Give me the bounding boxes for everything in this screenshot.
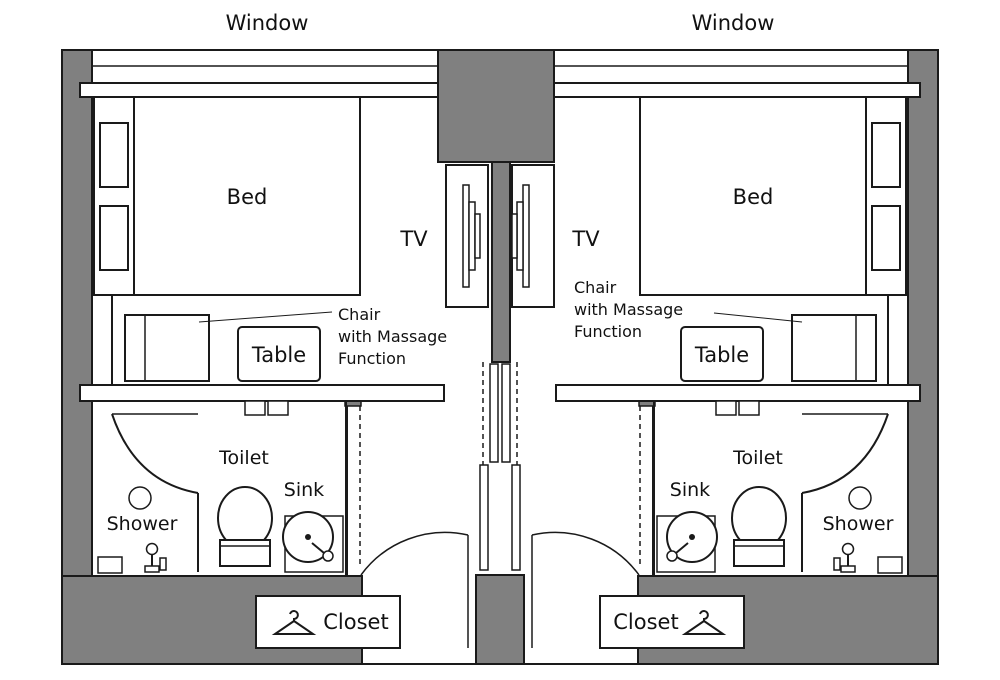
- right-table-label: Table: [694, 343, 749, 367]
- right-sink-label: Sink: [670, 479, 710, 501]
- right-shower-label: Shower: [823, 513, 894, 535]
- center-wall-lower: [475, 574, 525, 665]
- right-closet-label: Closet: [613, 610, 678, 634]
- center-wall-upper: [491, 161, 511, 363]
- left-table: [237, 326, 321, 382]
- center-column: [437, 49, 555, 163]
- right-table: [680, 326, 764, 382]
- left-sink-label: Sink: [284, 479, 324, 501]
- right-divider-shelf: [555, 384, 921, 402]
- toilet-icon: [731, 486, 787, 567]
- right-shower-shelf: [877, 556, 903, 574]
- right-window-label: Window: [692, 11, 775, 35]
- left-toilet-label: Toilet: [218, 447, 269, 469]
- left-bed-label: Bed: [227, 185, 268, 209]
- right-vent-2: [738, 400, 760, 416]
- right-toilet-label: Toilet: [732, 447, 783, 469]
- right-chair-label-line2: with Massage: [574, 300, 683, 319]
- left-tv-label: TV: [399, 227, 428, 251]
- right-outer-wall: [907, 49, 939, 665]
- center-partition: [437, 49, 555, 665]
- right-tv-label: TV: [571, 227, 600, 251]
- right-chair-label-line1: Chair: [574, 278, 617, 297]
- right-closet: [599, 595, 745, 649]
- left-window-sill: [79, 82, 447, 98]
- right-entry-door: [531, 531, 640, 576]
- left-shower-label: Shower: [107, 513, 178, 535]
- right-bed: [639, 96, 867, 296]
- right-vent-1: [715, 400, 737, 416]
- left-outer-wall: [61, 49, 93, 665]
- hanger-icon: [681, 610, 727, 635]
- right-pillow-1: [871, 122, 901, 188]
- left-pillow-2: [99, 205, 129, 271]
- right-massage-chair: [791, 314, 877, 382]
- left-table-label: Table: [251, 343, 306, 367]
- right-pillow-2: [871, 205, 901, 271]
- left-divider-shelf: [79, 384, 445, 402]
- left-entry-door: [360, 531, 469, 576]
- shower-head-icon: [128, 486, 152, 510]
- left-chair-label-line2: with Massage: [338, 327, 447, 346]
- right-chair-label-line3: Function: [574, 322, 642, 341]
- right-shower-curtain: [801, 413, 889, 494]
- left-shower-curtain: [111, 413, 199, 494]
- right-bed-label: Bed: [733, 185, 774, 209]
- toilet-icon: [217, 486, 273, 567]
- faucet-icon: [144, 542, 167, 573]
- left-closet: [255, 595, 401, 649]
- sink-icon: [282, 511, 334, 563]
- left-window-label: Window: [226, 11, 309, 35]
- left-closet-label: Closet: [323, 610, 388, 634]
- sink-icon: [666, 511, 718, 563]
- left-vent-1: [244, 400, 266, 416]
- right-window-sill: [553, 82, 921, 98]
- shower-head-icon: [848, 486, 872, 510]
- room-right: [524, 49, 939, 665]
- left-shower-shelf: [97, 556, 123, 574]
- left-massage-chair: [124, 314, 210, 382]
- left-vent-2: [267, 400, 289, 416]
- left-chair-label-line3: Function: [338, 349, 406, 368]
- left-chair-label-line1: Chair: [338, 305, 381, 324]
- faucet-icon: [833, 542, 856, 573]
- hanger-icon: [271, 610, 317, 635]
- left-pillow-1: [99, 122, 129, 188]
- room-left: [61, 49, 476, 665]
- left-bed: [133, 96, 361, 296]
